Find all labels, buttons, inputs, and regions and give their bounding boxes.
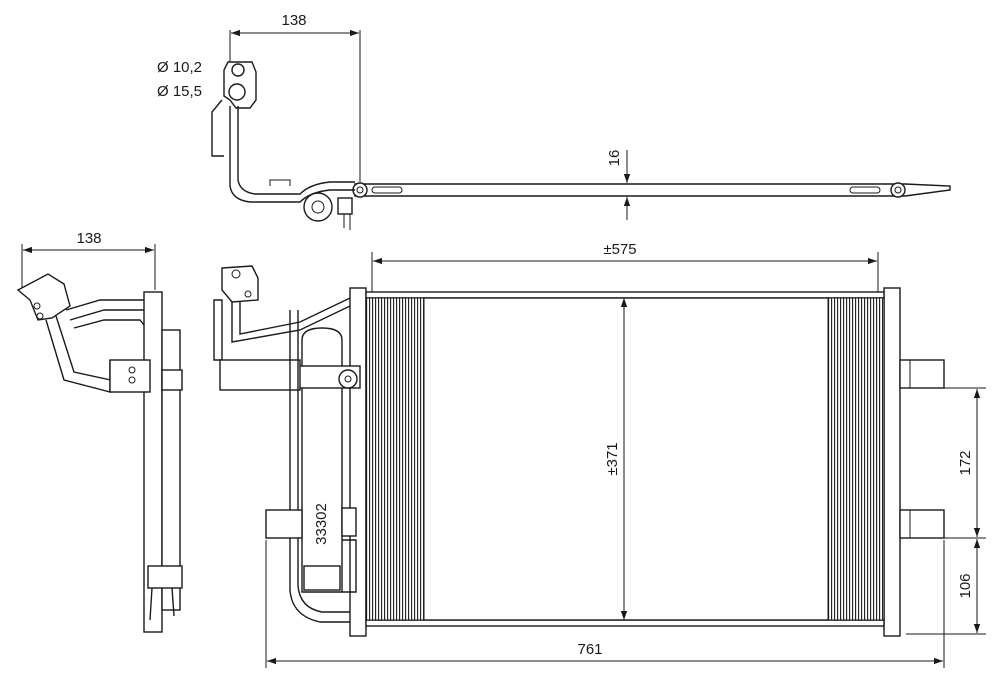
dim-bracket-spacing: 172: [957, 450, 974, 475]
dim-port-large: Ø 15,5: [157, 83, 202, 100]
dim-top-width: 138: [281, 12, 306, 29]
dim-rail-thickness: 16: [606, 150, 623, 167]
front-left-tank: [349, 287, 367, 637]
receiver-drier: [301, 327, 343, 593]
top-view: [211, 61, 951, 230]
front-core: [365, 297, 885, 621]
front-core-bottom-rail: [365, 619, 885, 627]
top-bracket: [211, 99, 224, 157]
top-pipe-1: [229, 106, 355, 203]
top-rail: [354, 183, 951, 197]
front-connection-block: [221, 265, 259, 303]
top-pipe-2: [237, 106, 355, 195]
port-large-icon: [228, 83, 246, 101]
front-core-top-rail: [365, 291, 885, 299]
front-right-tank: [883, 287, 901, 637]
top-receiver-icon: [303, 192, 333, 222]
side-bracket: [109, 359, 151, 393]
dim-core-height: ±371: [604, 442, 621, 475]
dim-bracket-offset: 106: [957, 573, 974, 598]
top-rail-hole-left: [352, 182, 368, 198]
front-core-fins-left: [365, 297, 425, 621]
bracket-lower: [899, 509, 945, 539]
top-rail-slot-right: [849, 186, 881, 194]
top-rail-hole-right: [890, 182, 906, 198]
side-connection-block: [16, 273, 71, 321]
front-pipe-1: [231, 302, 351, 343]
dim-side-width: 138: [76, 230, 101, 247]
front-core-fins-right: [827, 297, 885, 621]
dim-overall-width: 761: [577, 641, 602, 658]
side-pipe: [65, 299, 150, 311]
side-view: [16, 273, 183, 633]
front-pipe-2: [289, 310, 350, 623]
receiver-cap-icon: [338, 369, 358, 389]
top-rail-slot-left: [371, 186, 403, 194]
bracket-upper: [899, 359, 945, 389]
front-view: 33302: [213, 265, 945, 637]
dim-core-width: ±575: [603, 241, 636, 258]
part-number: 33302: [313, 503, 330, 545]
dim-port-small: Ø 10,2: [157, 59, 202, 76]
port-small-icon: [231, 63, 245, 77]
